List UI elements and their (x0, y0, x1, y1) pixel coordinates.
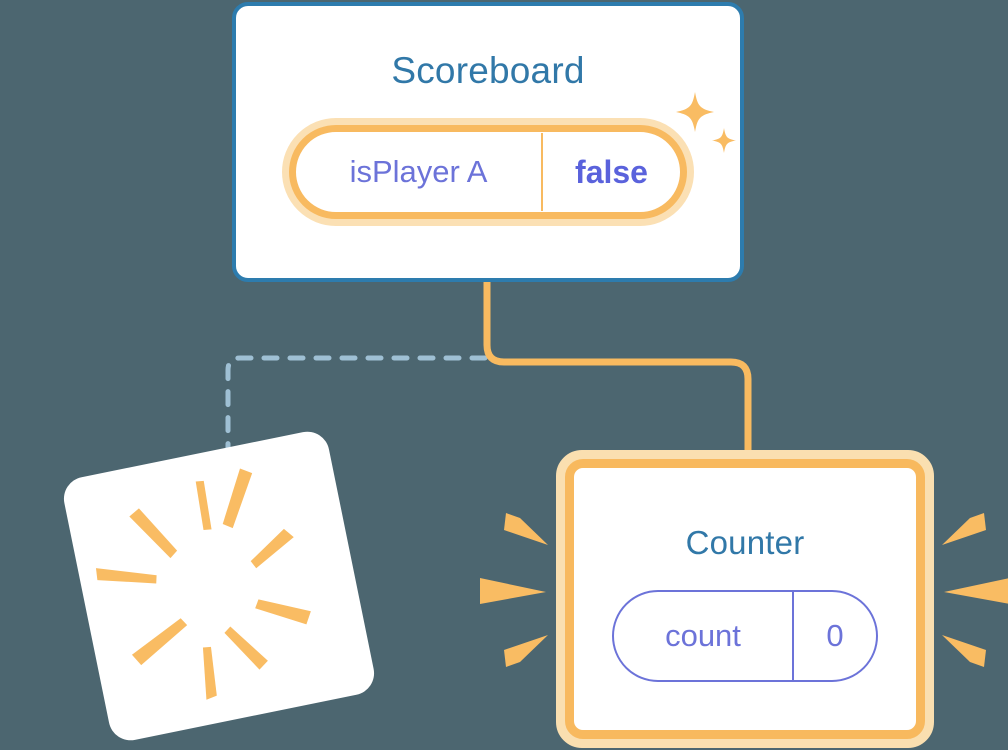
counter-state-value: 0 (826, 618, 844, 653)
burst-rays (95, 468, 311, 700)
scoreboard-title: Scoreboard (391, 50, 585, 91)
counter-title: Counter (685, 524, 805, 561)
counter-burst-right-icon (942, 513, 1008, 667)
burst-rays-right (942, 513, 1008, 667)
scoreboard-card[interactable]: Scoreboard isPlayer A false (232, 2, 744, 282)
counter-state-pill[interactable]: count 0 (612, 590, 878, 682)
counter-card-inner: Counter count 0 (565, 459, 925, 739)
counter-burst-left-icon (480, 513, 548, 667)
scoreboard-state-value: false (575, 153, 648, 190)
counter-pill-wrap: count 0 (574, 562, 916, 682)
connector-scoreboard-to-counter (483, 282, 752, 458)
scoreboard-pill-highlight-ring: isPlayer A false (282, 118, 694, 226)
scoreboard-state-pill[interactable]: isPlayer A false (289, 125, 687, 219)
scoreboard-pill-wrap: isPlayer A false (236, 92, 740, 226)
burst-icon (95, 468, 311, 700)
burst-rays-left (480, 513, 548, 667)
blank-placeholder-card[interactable] (59, 427, 379, 745)
counter-card[interactable]: Counter count 0 (556, 450, 934, 748)
counter-state-key: count (665, 618, 741, 653)
scoreboard-state-key: isPlayer A (349, 154, 488, 189)
counter-pill-divider (792, 592, 794, 680)
scoreboard-pill-divider (541, 133, 543, 211)
